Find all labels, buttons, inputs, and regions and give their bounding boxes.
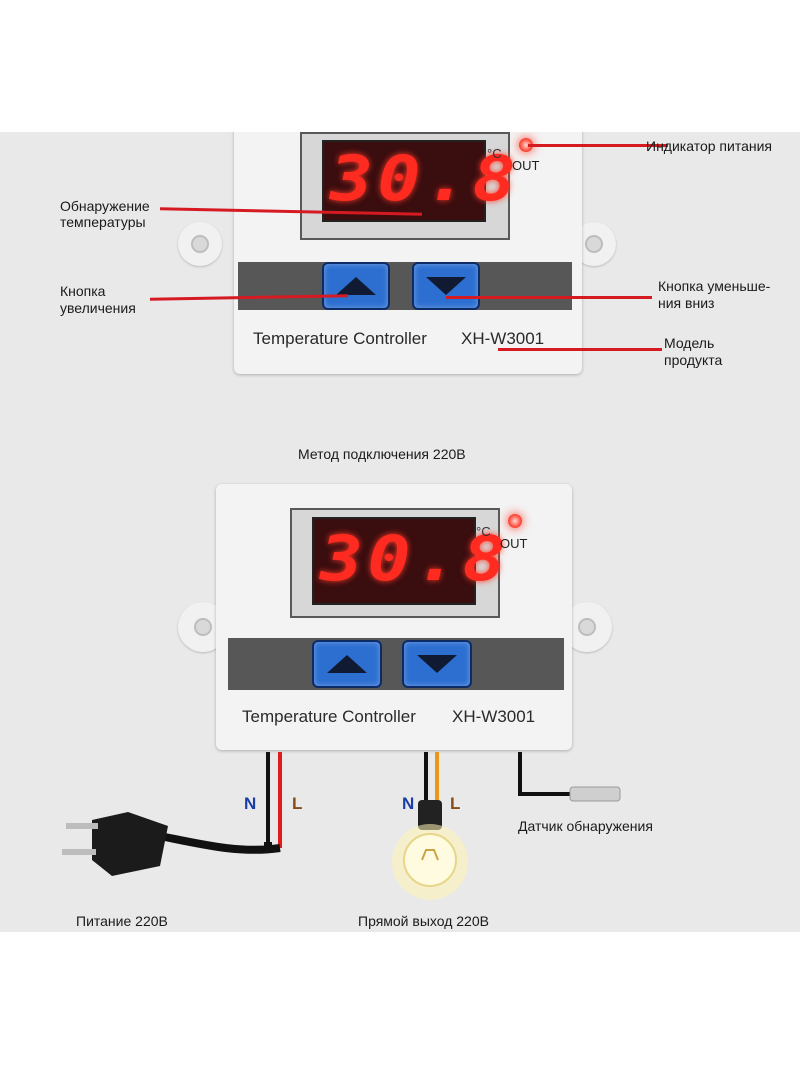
power-n-label: N [244, 794, 257, 813]
sensor-label: Датчик обнаружения [518, 818, 653, 834]
sensor-probe-icon [569, 786, 621, 802]
bottom-display-digits: 30.8 [320, 522, 511, 595]
top-led-display [322, 140, 486, 222]
bottom-product-title: Temperature Controller [242, 707, 416, 726]
top-power-led [519, 138, 533, 152]
wiring-diagram [62, 752, 621, 900]
top-celsius-label: °C [487, 146, 502, 161]
bottom-celsius-label: °C [476, 524, 491, 539]
bottom-button-strip [228, 638, 564, 690]
down-arrow-icon [417, 655, 457, 673]
top-button-strip [238, 262, 572, 310]
top-decrease-button[interactable] [412, 262, 480, 310]
top-out-label: OUT [512, 158, 540, 173]
power-indicator-label: Индикатор питания [646, 138, 772, 154]
bottom-power-led [508, 514, 522, 528]
top-controller: 30.8 °C OUT Temperature Controller XH-W3… [0, 132, 800, 382]
model-label-line2: продукта [664, 352, 723, 368]
down-arrow-icon [426, 277, 466, 295]
top-model-number: XH-W3001 [461, 329, 545, 348]
bottom-decrease-button[interactable] [402, 640, 472, 688]
down-button-label-line2: ния вниз [658, 295, 715, 311]
up-button-label-line1: Кнопка [60, 283, 106, 299]
power-cord [159, 832, 281, 854]
power-l-label: L [292, 794, 303, 813]
bottom-out-label: OUT [500, 536, 528, 551]
output-l-label: L [450, 794, 461, 813]
mount-hole [578, 618, 596, 636]
mount-hole [191, 235, 209, 253]
up-arrow-icon [336, 277, 376, 295]
power-supply-label: Питание 220В [76, 913, 168, 929]
direct-output-label: Прямой выход 220В [358, 913, 489, 929]
bottom-led-display [312, 517, 476, 605]
bottom-model-number: XH-W3001 [452, 707, 536, 726]
top-display-digits: 30.8 [330, 142, 521, 215]
up-arrow-icon [327, 655, 367, 673]
mount-hole [194, 618, 212, 636]
top-product-title: Temperature Controller [253, 329, 427, 348]
temp-detection-label-line2: температуры [60, 214, 146, 230]
wiring-method-title: Метод подключения 220В [298, 446, 466, 462]
temp-detection-label-line1: Обнаружение [60, 198, 150, 214]
sensor-wire [518, 752, 572, 796]
light-bulb-icon [392, 800, 468, 900]
model-callout-line [498, 348, 662, 351]
down-button-label-line1: Кнопка уменьше- [658, 278, 771, 294]
down-button-callout-line [446, 296, 652, 299]
bottom-increase-button[interactable] [312, 640, 382, 688]
top-increase-button[interactable] [322, 262, 390, 310]
top-left-mount-ear [178, 222, 222, 266]
power-indicator-callout-line [528, 144, 668, 147]
power-plug-icon [62, 812, 168, 876]
model-label-line1: Модель [664, 335, 715, 351]
mount-hole [585, 235, 603, 253]
product-diagram-panel: 30.8 °C OUT Temperature Controller XH-W3… [0, 132, 800, 932]
output-n-label: N [402, 794, 415, 813]
up-button-label-line2: увеличения [60, 300, 136, 316]
